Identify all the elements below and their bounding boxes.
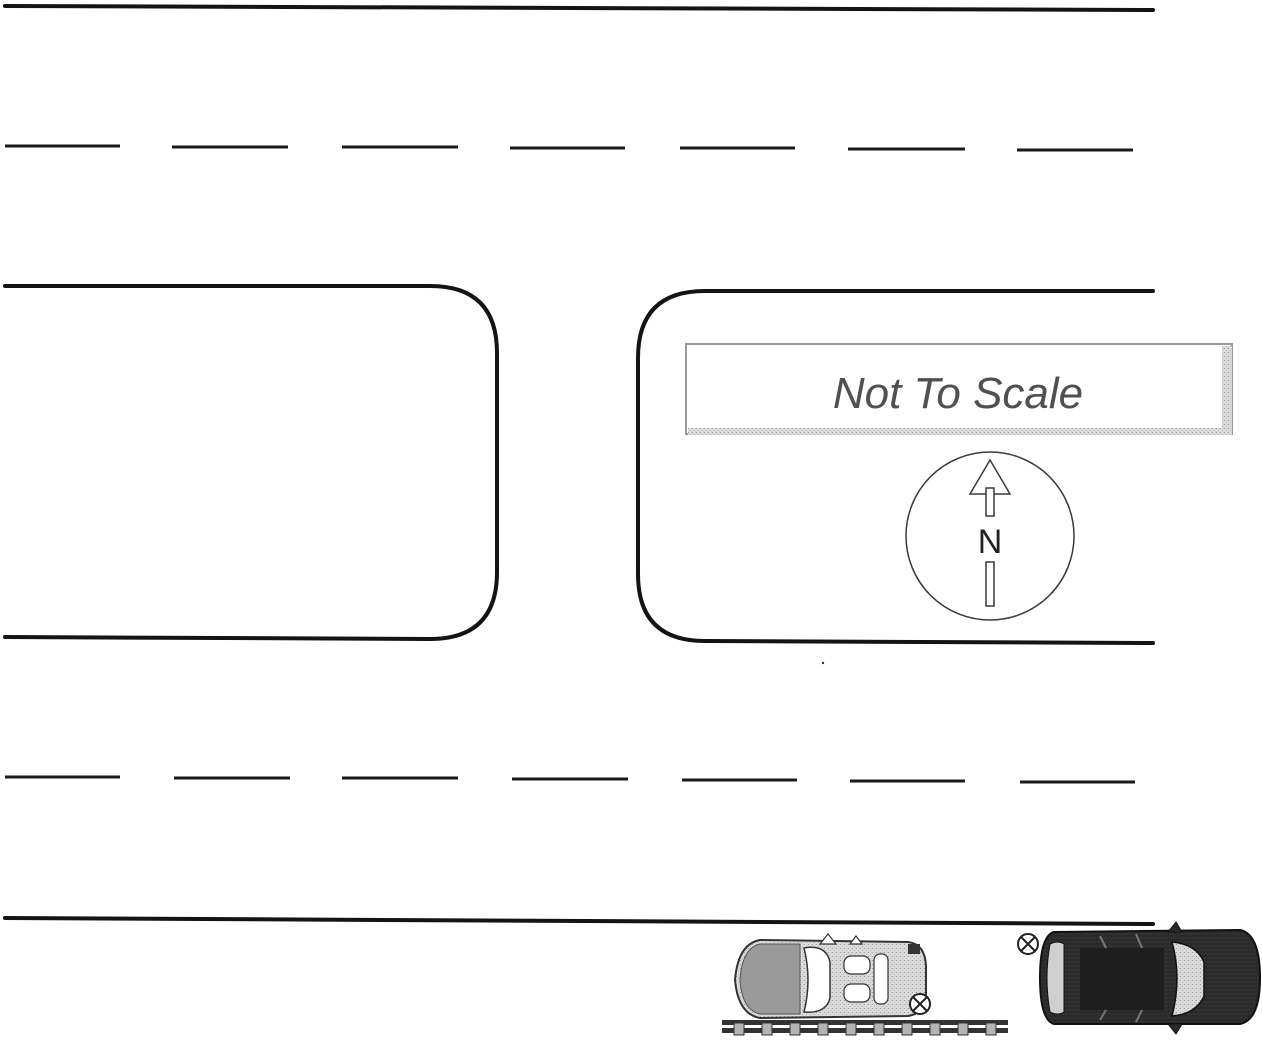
sedan-mirror bbox=[1166, 1023, 1183, 1035]
dark-sedan-icon bbox=[1038, 921, 1262, 1035]
upper-road bbox=[3, 4, 1155, 152]
speck bbox=[821, 661, 825, 665]
rail-segment bbox=[722, 1020, 1008, 1036]
car-mirror bbox=[818, 933, 838, 945]
car-rear-deck bbox=[873, 953, 889, 1005]
sedan-rear-window bbox=[1046, 941, 1065, 1015]
north-arrow-shaft-top bbox=[985, 487, 995, 517]
car-tail-light bbox=[908, 944, 920, 954]
north-arrow: N bbox=[905, 451, 1075, 621]
scale-note-text: Not To Scale bbox=[833, 369, 1083, 418]
car-seat bbox=[843, 983, 871, 1003]
sedan-windshield bbox=[1170, 941, 1205, 1017]
lower-road bbox=[3, 775, 1155, 926]
scale-note-box bbox=[685, 343, 1233, 435]
scale-note-shadow-bottom bbox=[688, 428, 1232, 435]
north-arrow-circle bbox=[905, 451, 1075, 621]
upper-road-center-line bbox=[5, 144, 1133, 152]
scale-note-shadow-right bbox=[1222, 346, 1232, 434]
impact-marker-icon bbox=[909, 993, 931, 1015]
upper-road-north-edge bbox=[3, 4, 1155, 12]
west-block-curb bbox=[3, 284, 499, 642]
north-arrow-letter: N bbox=[978, 523, 1003, 561]
convertible-car-icon bbox=[733, 933, 927, 1020]
car-seat bbox=[843, 955, 871, 975]
impact-marker-icon bbox=[1017, 933, 1039, 955]
car-windshield bbox=[803, 946, 831, 1013]
east-block-curb bbox=[636, 289, 1155, 645]
sedan-roof bbox=[1080, 948, 1164, 1010]
lower-road-center-line bbox=[5, 775, 1135, 784]
north-arrow-shaft-bottom bbox=[985, 561, 995, 607]
sedan-mirror bbox=[1166, 921, 1183, 933]
car-mirror bbox=[848, 935, 864, 945]
scale-note-label: Not To Scale bbox=[685, 343, 1233, 435]
car-hood-shade bbox=[739, 943, 801, 1015]
lower-road-south-edge bbox=[3, 916, 1155, 926]
